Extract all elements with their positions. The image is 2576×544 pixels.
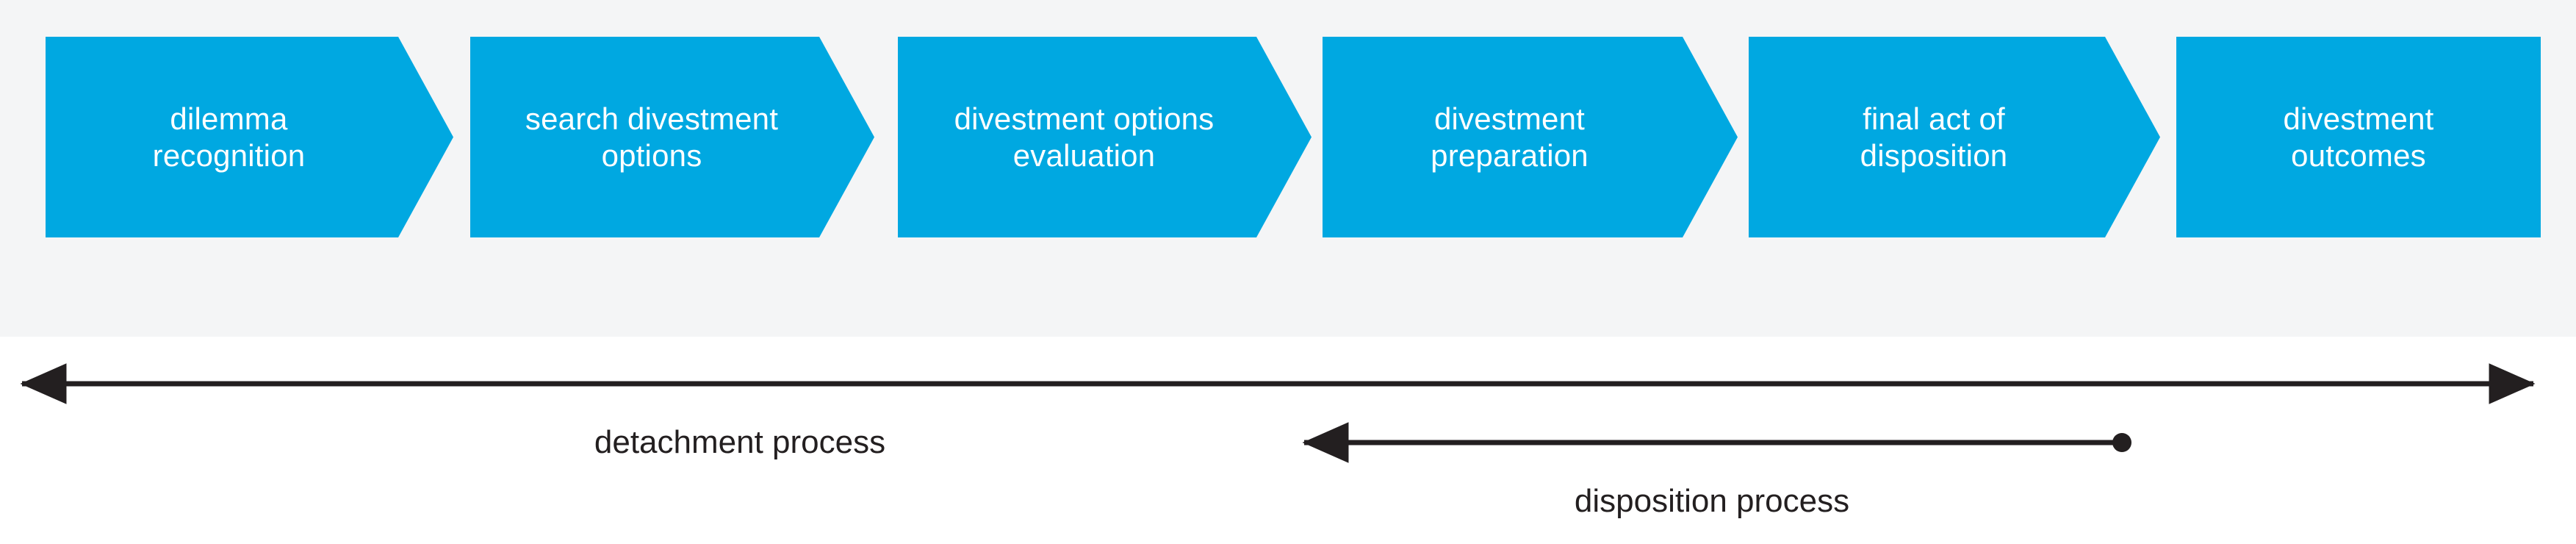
measure-label-disposition-process: disposition process [1574, 483, 1850, 519]
stage-dilemma-recognition[interactable]: dilemma recognition [46, 37, 453, 237]
measure-arrow-disposition-process [1302, 422, 2131, 463]
stage-label: divestment preparation [1431, 101, 1589, 173]
stage-final-act-of-disposition[interactable]: final act of disposition [1749, 37, 2160, 237]
stage-label: divestment options evaluation [954, 101, 1215, 173]
stage-label: dilemma recognition [152, 101, 306, 173]
stage-search-divestment-options[interactable]: search divestment options [470, 37, 874, 237]
measure-endpoint-dot [2112, 433, 2131, 452]
stage-label: final act of disposition [1860, 101, 2008, 173]
measure-label-detachment-process: detachment process [594, 424, 886, 460]
stage-divestment-preparation[interactable]: divestment preparation [1323, 37, 1738, 237]
stage-label: search divestment options [525, 101, 779, 173]
stage-label: divestment outcomes [2283, 101, 2434, 173]
process-stage-row: dilemma recognition search divestment op… [0, 37, 2576, 237]
stage-divestment-options-evaluation[interactable]: divestment options evaluation [898, 37, 1312, 237]
stage-divestment-outcomes[interactable]: divestment outcomes [2176, 37, 2541, 237]
